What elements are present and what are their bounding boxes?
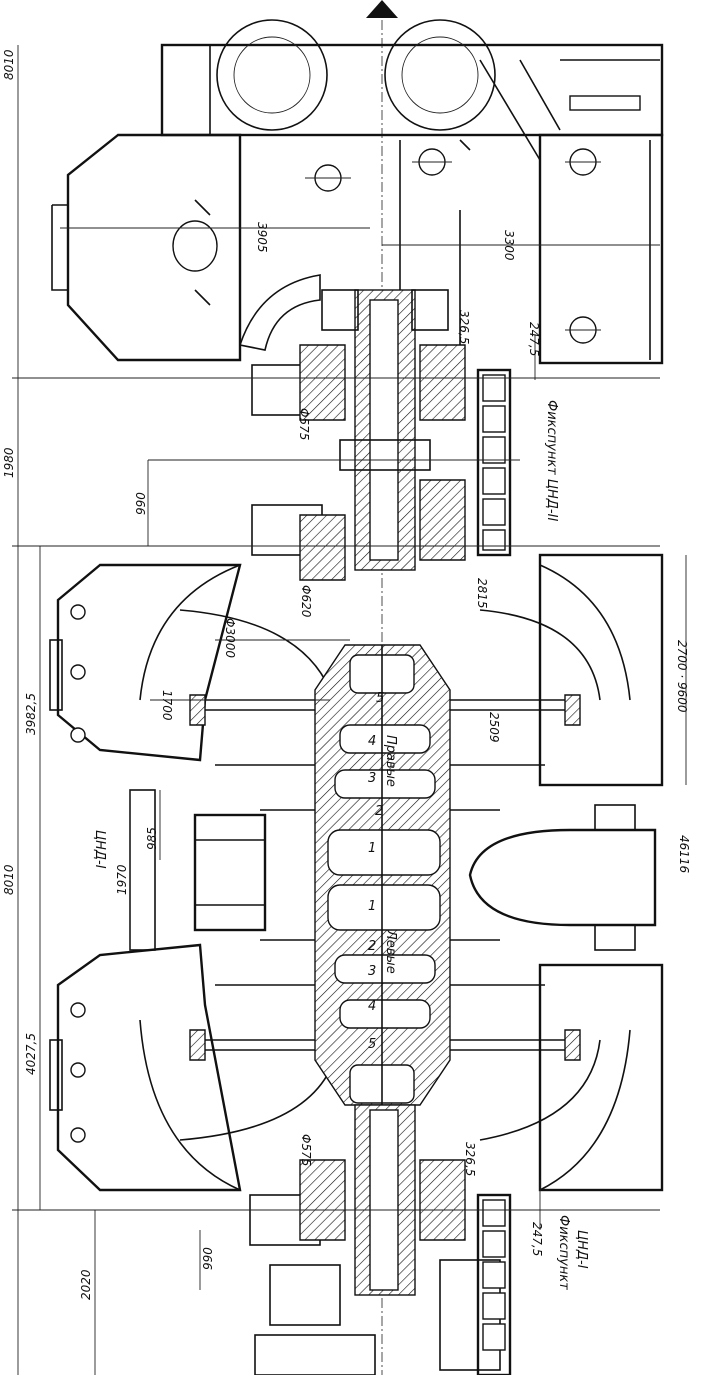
dim-4027-5: 4027,5 <box>24 1033 38 1075</box>
stage-5-left: 5 <box>368 1037 376 1052</box>
dim-326-5-lower: 326,5 <box>463 1142 477 1176</box>
dim-2509: 2509 <box>487 712 501 743</box>
dim-247-5-lower: 247,5 <box>530 1222 544 1256</box>
stage-4-right: 4 <box>368 734 376 749</box>
label-fixpoint-cnd2: Фикспункт ЦНД-II <box>544 400 559 521</box>
stage-1-right: 1 <box>368 841 376 856</box>
dim-3982-5: 3982,5 <box>24 693 38 735</box>
dimension-lines <box>12 45 687 1375</box>
component-labels: ЦНД-I Фикспункт ЦНД-II Фикспункт ЦНД-I П… <box>92 400 589 1290</box>
bearing-zone-upper <box>251 289 466 581</box>
stage-2-left: 2 <box>368 939 376 954</box>
dim-2815: 2815 <box>475 578 489 609</box>
stage-2-right: 2 <box>375 804 383 819</box>
dim-985: 985 <box>145 827 159 850</box>
dim-247-5-upper: 247,5 <box>527 322 541 356</box>
dim-phi575-lower: Φ575 <box>299 1134 313 1166</box>
dim-46116: 46116 <box>677 835 691 874</box>
dim-3300: 3300 <box>502 230 516 261</box>
stage-1-left: 1 <box>368 899 376 914</box>
stage-5-right: 5 <box>376 691 384 706</box>
dim-phi620: Φ620 <box>299 585 313 618</box>
dim-990-upper: 990 <box>134 492 148 515</box>
bearing-zone-lower <box>249 1104 501 1375</box>
dim-326-5-upper: 326,5 <box>457 310 471 344</box>
arrow-up-icon <box>366 0 398 18</box>
stage-3-right: 3 <box>368 771 376 786</box>
label-fixpoint-cnd1-line1: Фикспункт <box>556 1215 571 1290</box>
dim-8010-mid: 8010 <box>2 864 16 895</box>
dim-8010-top: 8010 <box>2 49 16 80</box>
label-fixpoint-cnd1-line2: ЦНД-I <box>574 1230 589 1269</box>
label-cnd1: ЦНД-I <box>92 830 107 869</box>
dim-1980: 1980 <box>2 447 16 478</box>
lp-rotor <box>314 644 451 1106</box>
dim-1700: 1700 <box>160 690 174 721</box>
stage-4-left: 4 <box>368 999 376 1014</box>
dim-phi3000: Φ3000 <box>223 618 237 658</box>
fixpoint-cnd1-blocks <box>476 1193 512 1375</box>
dim-990-lower: 990 <box>201 1247 215 1270</box>
dim-3905: 3905 <box>255 222 269 253</box>
dim-phi575-upper: Φ575 <box>297 408 311 440</box>
label-pravye: Правые <box>383 735 398 787</box>
steam-inlet <box>129 789 657 951</box>
dim-2020: 2020 <box>79 1269 93 1300</box>
dim-1970: 1970 <box>115 864 129 895</box>
label-levye: Левые <box>383 929 398 974</box>
upper-casing <box>160 19 664 137</box>
dim-2700-9600: 2700 · 9600 <box>675 640 689 713</box>
exhaust-hood-upper <box>51 59 664 365</box>
fixpoint-cnd2-blocks <box>476 368 512 557</box>
dimension-texts: 8010 1980 3982,5 8010 4027,5 2020 990 99… <box>2 49 691 1300</box>
stage-3-left: 3 <box>368 964 376 979</box>
